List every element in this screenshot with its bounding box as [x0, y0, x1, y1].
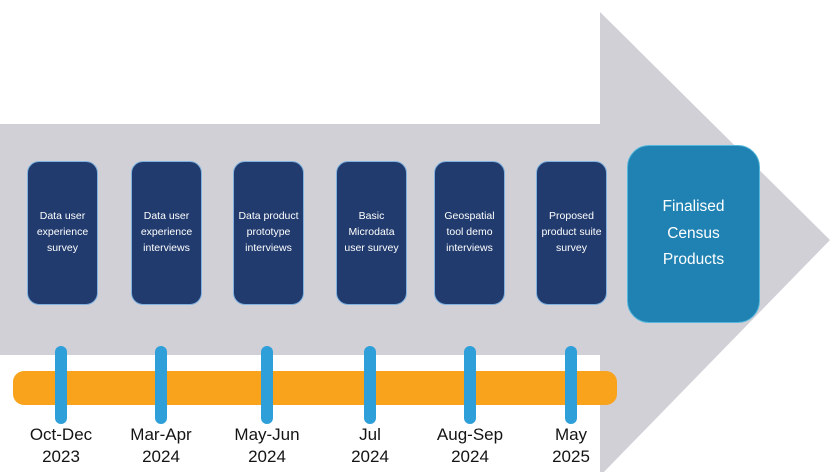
stage-box-geospatial-tool-demo-interviews: Geospatial tool demo interviews	[434, 161, 505, 305]
stage-box-basic-microdata-user-survey: Basic Microdata user survey	[336, 161, 407, 305]
date-year: 2025	[552, 447, 590, 466]
date-range: Aug-Sep	[436, 425, 504, 444]
stage-box-data-user-experience-interviews: Data user experience interviews	[131, 161, 202, 305]
timeline-tick	[565, 346, 577, 424]
stage-box-data-product-prototype-interviews: Data product prototype interviews	[233, 161, 304, 305]
date-label: Oct-Dec 2023	[6, 424, 116, 468]
final-label: Finalised Census Products	[662, 198, 725, 269]
timeline-tick	[155, 346, 167, 424]
stage-label: Proposed product suite survey	[541, 210, 602, 254]
stage-label: Data product prototype interviews	[238, 210, 299, 254]
date-label: May 2025	[516, 424, 626, 468]
stage-label: Basic Microdata user survey	[344, 210, 399, 254]
stage-label: Data user experience survey	[36, 210, 89, 254]
date-range: Jul	[359, 425, 381, 444]
stage-label: Geospatial tool demo interviews	[444, 210, 495, 254]
stage-label: Data user experience interviews	[140, 210, 193, 254]
timeline-tick	[464, 346, 476, 424]
date-label: Mar-Apr 2024	[106, 424, 216, 468]
date-label: Jul 2024	[315, 424, 425, 468]
date-range: Oct-Dec	[29, 425, 93, 444]
date-label: May-Jun 2024	[212, 424, 322, 468]
timeline-tick	[364, 346, 376, 424]
final-census-products-box: Finalised Census Products	[627, 145, 760, 323]
date-range: May-Jun	[234, 425, 300, 444]
date-range: Mar-Apr	[130, 425, 192, 444]
date-range: May	[554, 425, 588, 444]
date-year: 2024	[451, 447, 489, 466]
stage-box-proposed-product-suite-survey: Proposed product suite survey	[536, 161, 607, 305]
date-year: 2024	[248, 447, 286, 466]
timeline-tick	[55, 346, 67, 424]
arrow-polygon	[0, 12, 830, 472]
timeline-tick	[261, 346, 273, 424]
date-year: 2024	[351, 447, 389, 466]
date-year: 2024	[142, 447, 180, 466]
date-year: 2023	[42, 447, 80, 466]
stage-box-data-user-experience-survey: Data user experience survey	[27, 161, 98, 305]
timeline-bar	[13, 371, 617, 405]
date-label: Aug-Sep 2024	[415, 424, 525, 468]
